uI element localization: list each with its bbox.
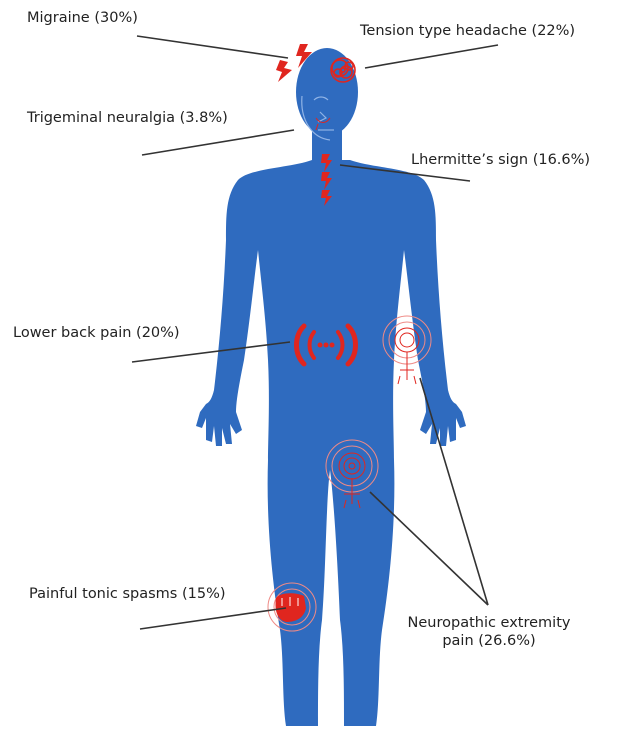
trigeminal-leader: [142, 130, 294, 155]
head: [296, 48, 358, 136]
neuropathic-label-line1: Neuropathic extremity: [383, 614, 595, 632]
spasms-label: Painful tonic spasms (15%): [29, 585, 226, 603]
migraine-leader: [137, 36, 288, 58]
lower-back-leader: [132, 342, 290, 362]
lower-back-label: Lower back pain (20%): [13, 324, 180, 342]
lhermitte-label: Lhermitte’s sign (16.6%): [411, 151, 590, 169]
neuropathic-label-line2: pain (26.6%): [383, 632, 595, 650]
spasms-leader: [140, 608, 286, 629]
migraine-label: Migraine (30%): [27, 9, 138, 27]
tension-label: Tension type headache (22%): [360, 22, 575, 40]
neuropathic-label: Neuropathic extremity pain (26.6%): [383, 614, 595, 650]
pain-dots: [318, 343, 335, 348]
tension-leader: [365, 45, 498, 68]
trigeminal-label: Trigeminal neuralgia (3.8%): [27, 109, 228, 127]
